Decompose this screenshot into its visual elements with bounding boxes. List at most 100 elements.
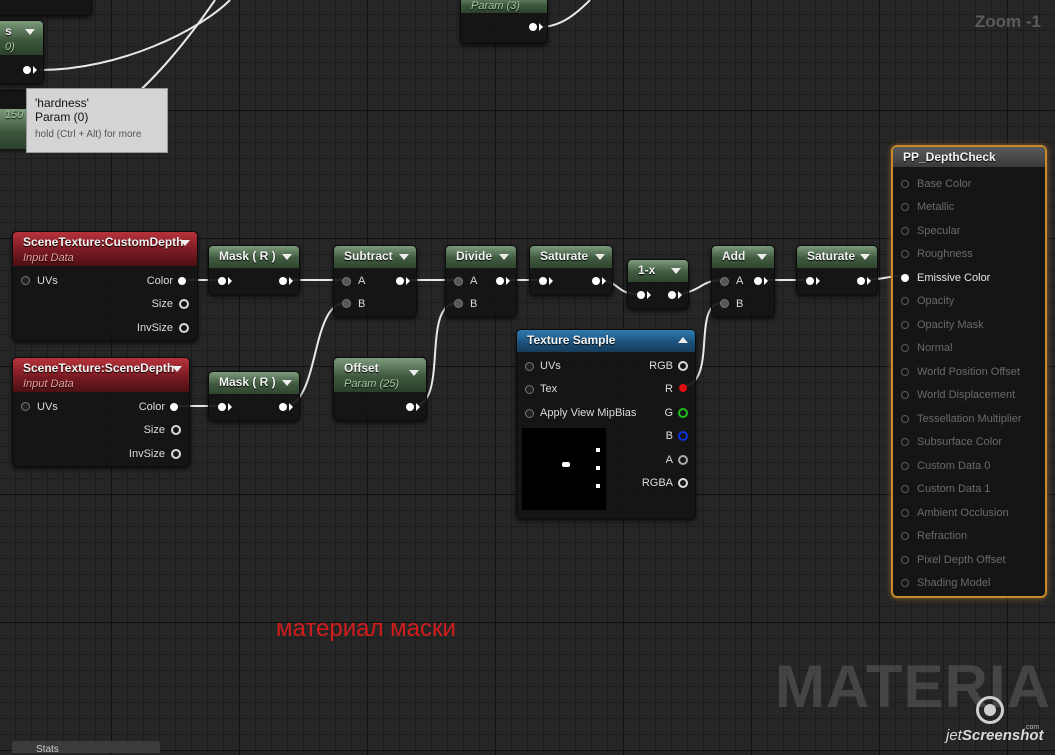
output-pin[interactable] xyxy=(592,277,600,285)
add-node[interactable]: Add A B xyxy=(711,245,775,317)
pp-depthcheck-material-node[interactable]: PP_DepthCheck Base Color Metallic Specul… xyxy=(891,145,1047,598)
output-pin[interactable] xyxy=(496,277,504,285)
input-pin[interactable] xyxy=(901,485,909,493)
one-minus-node[interactable]: 1-x xyxy=(627,259,689,309)
mipbias-input-pin[interactable] xyxy=(525,409,534,418)
rgba-output-pin[interactable] xyxy=(678,478,688,488)
uvs-input-pin[interactable] xyxy=(525,362,534,371)
input-pin[interactable] xyxy=(806,277,814,285)
rgb-output-pin[interactable] xyxy=(678,361,688,371)
input-refraction[interactable]: Refraction xyxy=(901,529,967,543)
chevron-down-icon[interactable] xyxy=(180,240,190,246)
input-pin[interactable] xyxy=(901,344,909,352)
input-world-displacement[interactable]: World Displacement xyxy=(901,388,1015,402)
input-pin[interactable] xyxy=(901,438,909,446)
input-world-position-offset[interactable]: World Position Offset xyxy=(901,365,1020,379)
subtract-node[interactable]: Subtract A B xyxy=(333,245,417,317)
input-pin[interactable] xyxy=(901,391,909,399)
input-emissive-color[interactable]: Emissive Color xyxy=(901,271,990,285)
output-pin[interactable] xyxy=(668,291,676,299)
chevron-down-icon[interactable] xyxy=(282,254,292,260)
input-pin[interactable] xyxy=(901,180,909,188)
output-pin[interactable] xyxy=(857,277,865,285)
chevron-down-icon[interactable] xyxy=(671,268,681,274)
input-pin[interactable] xyxy=(218,403,226,411)
input-metallic[interactable]: Metallic xyxy=(901,200,954,214)
uvs-input-pin[interactable] xyxy=(21,402,30,411)
chevron-down-icon[interactable] xyxy=(409,370,419,376)
input-ambient-occlusion[interactable]: Ambient Occlusion xyxy=(901,506,1009,520)
color-output-pin[interactable] xyxy=(178,277,186,285)
input-pin[interactable] xyxy=(539,277,547,285)
invsize-output-pin[interactable] xyxy=(171,449,181,459)
output-pin[interactable] xyxy=(396,277,404,285)
input-pin[interactable] xyxy=(901,227,909,235)
stats-tab[interactable]: Stats xyxy=(12,741,160,755)
chevron-down-icon[interactable] xyxy=(757,254,767,260)
partial-node-top-left[interactable] xyxy=(0,0,92,16)
scenetexture-scenedepth-node[interactable]: SceneTexture:SceneDepth Input Data UVs C… xyxy=(12,357,190,467)
size-output-pin[interactable] xyxy=(179,299,189,309)
a-input-pin[interactable] xyxy=(342,277,351,286)
b-output-pin[interactable] xyxy=(678,431,688,441)
divide-node[interactable]: Divide A B xyxy=(445,245,517,317)
input-pin[interactable] xyxy=(901,462,909,470)
input-opacity[interactable]: Opacity xyxy=(901,294,954,308)
scenetexture-customdepth-node[interactable]: SceneTexture:CustomDepth Input Data UVs … xyxy=(12,231,198,341)
chevron-down-icon[interactable] xyxy=(399,254,409,260)
saturate-node-2[interactable]: Saturate xyxy=(796,245,878,295)
chevron-down-icon[interactable] xyxy=(172,366,182,372)
saturate-node-1[interactable]: Saturate xyxy=(529,245,613,295)
input-pin[interactable] xyxy=(901,415,909,423)
input-pin[interactable] xyxy=(901,368,909,376)
input-tessellation-multiplier[interactable]: Tessellation Multiplier xyxy=(901,412,1022,426)
size-output-pin[interactable] xyxy=(171,425,181,435)
a-output-pin[interactable] xyxy=(678,455,688,465)
input-roughness[interactable]: Roughness xyxy=(901,247,973,261)
b-input-pin[interactable] xyxy=(342,299,351,308)
mask-r-node-2[interactable]: Mask ( R ) xyxy=(208,371,300,421)
partial-param-node-top[interactable]: Param (3) xyxy=(460,0,548,44)
b-input-pin[interactable] xyxy=(720,299,729,308)
input-pin[interactable] xyxy=(901,274,909,282)
input-pin[interactable] xyxy=(901,203,909,211)
b-input-pin[interactable] xyxy=(454,299,463,308)
output-pin[interactable] xyxy=(279,403,287,411)
output-pin[interactable] xyxy=(279,277,287,285)
input-pixel-depth-offset[interactable]: Pixel Depth Offset xyxy=(901,553,1005,567)
input-pin[interactable] xyxy=(637,291,645,299)
texture-sample-node[interactable]: Texture Sample UVs Tex Apply View MipBia… xyxy=(516,329,696,519)
input-custom-data-0[interactable]: Custom Data 0 xyxy=(901,459,990,473)
input-pin[interactable] xyxy=(901,532,909,540)
offset-param-node[interactable]: Offset Param (25) xyxy=(333,357,427,421)
g-output-pin[interactable] xyxy=(678,408,688,418)
a-input-pin[interactable] xyxy=(720,277,729,286)
color-output-pin[interactable] xyxy=(170,403,178,411)
input-pin[interactable] xyxy=(901,297,909,305)
invsize-output-pin[interactable] xyxy=(179,323,189,333)
input-normal[interactable]: Normal xyxy=(901,341,952,355)
input-pin[interactable] xyxy=(218,277,226,285)
output-pin[interactable] xyxy=(754,277,762,285)
input-opacity-mask[interactable]: Opacity Mask xyxy=(901,318,984,332)
tex-input-pin[interactable] xyxy=(525,385,534,394)
input-base-color[interactable]: Base Color xyxy=(901,177,971,191)
chevron-down-icon[interactable] xyxy=(595,254,605,260)
uvs-input-pin[interactable] xyxy=(21,276,30,285)
chevron-down-icon[interactable] xyxy=(499,254,509,260)
chevron-down-icon[interactable] xyxy=(860,254,870,260)
output-pin[interactable] xyxy=(406,403,414,411)
input-custom-data-1[interactable]: Custom Data 1 xyxy=(901,482,990,496)
input-specular[interactable]: Specular xyxy=(901,224,960,238)
input-pin[interactable] xyxy=(901,579,909,587)
output-pin[interactable] xyxy=(23,66,31,74)
output-pin[interactable] xyxy=(529,23,537,31)
input-subsurface-color[interactable]: Subsurface Color xyxy=(901,435,1002,449)
input-pin[interactable] xyxy=(901,556,909,564)
input-pin[interactable] xyxy=(901,509,909,517)
a-input-pin[interactable] xyxy=(454,277,463,286)
partial-param-node-left[interactable]: s 0) xyxy=(0,20,44,84)
r-output-pin[interactable] xyxy=(679,384,687,392)
chevron-up-icon[interactable] xyxy=(678,337,688,343)
mask-r-node-1[interactable]: Mask ( R ) xyxy=(208,245,300,295)
